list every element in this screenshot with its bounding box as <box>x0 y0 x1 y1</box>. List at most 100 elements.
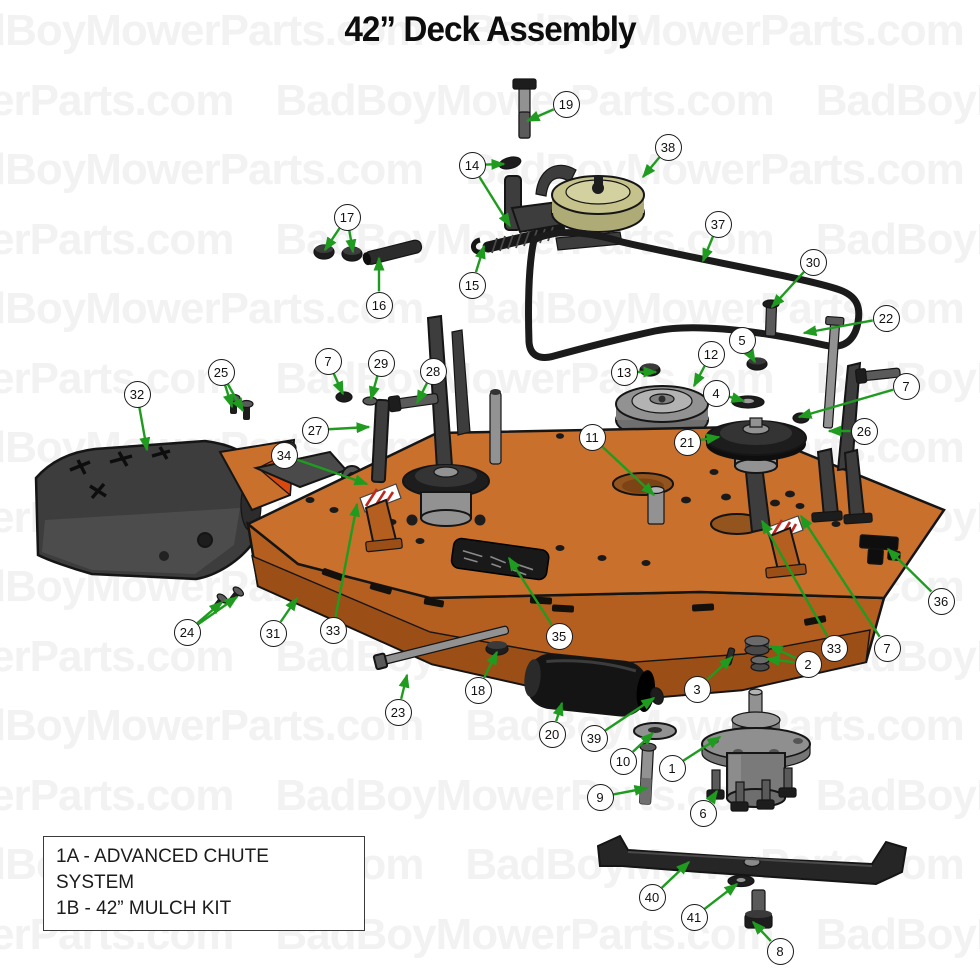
callout-leader-arrow <box>692 365 706 388</box>
callout-7: 7 <box>314 347 342 375</box>
callout-leader-arrow <box>332 372 345 396</box>
callout-33: 33 <box>319 616 347 644</box>
callout-7: 7 <box>873 634 901 662</box>
left-spindle-station-illustration <box>335 314 502 553</box>
callout-36: 36 <box>927 587 955 615</box>
callout-16: 16 <box>365 291 393 319</box>
callout-23: 23 <box>384 698 412 726</box>
legend-line-advanced-chute: 1A - ADVANCED CHUTE SYSTEM <box>56 846 269 893</box>
callout-39: 39 <box>580 724 608 752</box>
callout-leader-arrow <box>705 789 719 805</box>
callout-34: 34 <box>270 441 298 469</box>
callout-leader-arrow <box>642 156 661 179</box>
callout-2: 2 <box>794 650 822 678</box>
callout-38: 38 <box>654 133 682 161</box>
callout-37: 37 <box>704 210 732 238</box>
callout-5: 5 <box>728 326 756 354</box>
callout-leader-arrow <box>474 244 486 273</box>
callout-leader-arrow <box>703 883 739 910</box>
spindle-assembly-illustration <box>701 688 811 812</box>
callout-leader-arrow <box>398 673 410 700</box>
discharge-chute-illustration <box>34 438 363 581</box>
callout-35: 35 <box>545 622 573 650</box>
callout-leader-arrow <box>706 655 734 681</box>
callout-13: 13 <box>610 358 638 386</box>
callout-26: 26 <box>850 417 878 445</box>
callout-leader-arrow <box>802 319 873 337</box>
page-title: 42” Deck Assembly <box>344 10 636 49</box>
callout-leader-arrow <box>369 375 380 401</box>
callout-41: 41 <box>680 903 708 931</box>
callout-12: 12 <box>697 340 725 368</box>
callout-leader-arrow <box>613 784 649 796</box>
callout-15: 15 <box>458 271 486 299</box>
callout-leader-arrow <box>760 519 829 637</box>
callout-leader-arrow <box>226 383 245 413</box>
callout-8: 8 <box>766 937 794 965</box>
callout-leader-arrow <box>196 601 224 625</box>
callout-20: 20 <box>538 720 566 748</box>
bolt-illustration <box>512 78 537 139</box>
callout-leader-arrow <box>482 650 499 679</box>
watermark-text: BadBoyMowerParts.com BadBoyMowerParts.co… <box>0 284 980 333</box>
callout-leader-arrow <box>138 407 151 452</box>
callout-33: 33 <box>820 634 848 662</box>
callout-leader-arrow <box>507 556 553 626</box>
callout-19: 19 <box>552 90 580 118</box>
callout-6: 6 <box>689 799 717 827</box>
legend-box: 1A - ADVANCED CHUTE SYSTEM 1B - 42” MULC… <box>43 836 365 931</box>
blade-illustration <box>596 834 908 886</box>
callout-leader-arrow <box>197 596 239 626</box>
watermark-text: BadBoyMowerParts.com BadBoyMowerParts.co… <box>0 145 980 194</box>
callout-18: 18 <box>464 676 492 704</box>
callout-leader-arrow <box>765 655 795 666</box>
callout-28: 28 <box>419 357 447 385</box>
callout-leader-arrow <box>296 458 369 486</box>
callout-leader-arrow <box>701 236 715 263</box>
callout-leader-arrow <box>886 547 933 593</box>
callout-leader-arrow <box>604 697 656 732</box>
callout-leader-arrow <box>751 920 772 942</box>
deck-label-plate <box>450 537 550 581</box>
callout-17: 17 <box>333 203 361 231</box>
callout-leader-arrow <box>700 433 721 445</box>
callout-leader-arrow <box>552 701 564 722</box>
callout-27: 27 <box>301 416 329 444</box>
deck-pulley-illustration <box>705 417 807 461</box>
callout-21: 21 <box>673 428 701 456</box>
callout-leader-arrow <box>770 271 805 309</box>
callout-10: 10 <box>609 747 637 775</box>
callout-leader-arrow <box>601 445 656 497</box>
callout-leader-arrow <box>797 388 894 419</box>
belt-illustration <box>525 229 863 361</box>
callout-leader-arrow <box>768 644 797 660</box>
legend-line-mulch-kit: 1B - 42” MULCH KIT <box>56 898 232 919</box>
callout-22: 22 <box>872 304 900 332</box>
watermark-text: BadBoyMowerParts.com BadBoyMowerParts.co… <box>0 701 980 750</box>
callout-leader-arrow <box>345 230 357 254</box>
watermark-text: BadBoyMowerParts.com BadBoyMowerParts.co… <box>0 75 980 125</box>
callout-leader-arrow <box>478 175 512 228</box>
callout-leader-arrow <box>728 392 746 403</box>
callout-31: 31 <box>259 619 287 647</box>
callout-leader-arrow <box>415 382 429 405</box>
callout-leader-arrow <box>485 158 506 170</box>
callout-7: 7 <box>892 372 920 400</box>
callout-leader-arrow <box>799 514 881 638</box>
callout-29: 29 <box>367 349 395 377</box>
watermark-text: BadBoyMowerParts.com BadBoyMowerParts.co… <box>0 770 980 820</box>
callout-25: 25 <box>207 358 235 386</box>
callout-leader-arrow <box>279 596 298 623</box>
callout-leader-arrow <box>328 422 371 434</box>
callout-32: 32 <box>123 380 151 408</box>
callout-40: 40 <box>638 883 666 911</box>
callout-30: 30 <box>799 248 827 276</box>
callout-3: 3 <box>683 675 711 703</box>
callout-leader-arrow <box>743 348 757 364</box>
callout-leader-arrow <box>632 731 655 753</box>
callout-leader-arrow <box>525 108 555 123</box>
callout-leader-arrow <box>223 384 234 409</box>
watermark-text: BadBoyMowerParts.com BadBoyMowerParts.co… <box>0 6 980 55</box>
